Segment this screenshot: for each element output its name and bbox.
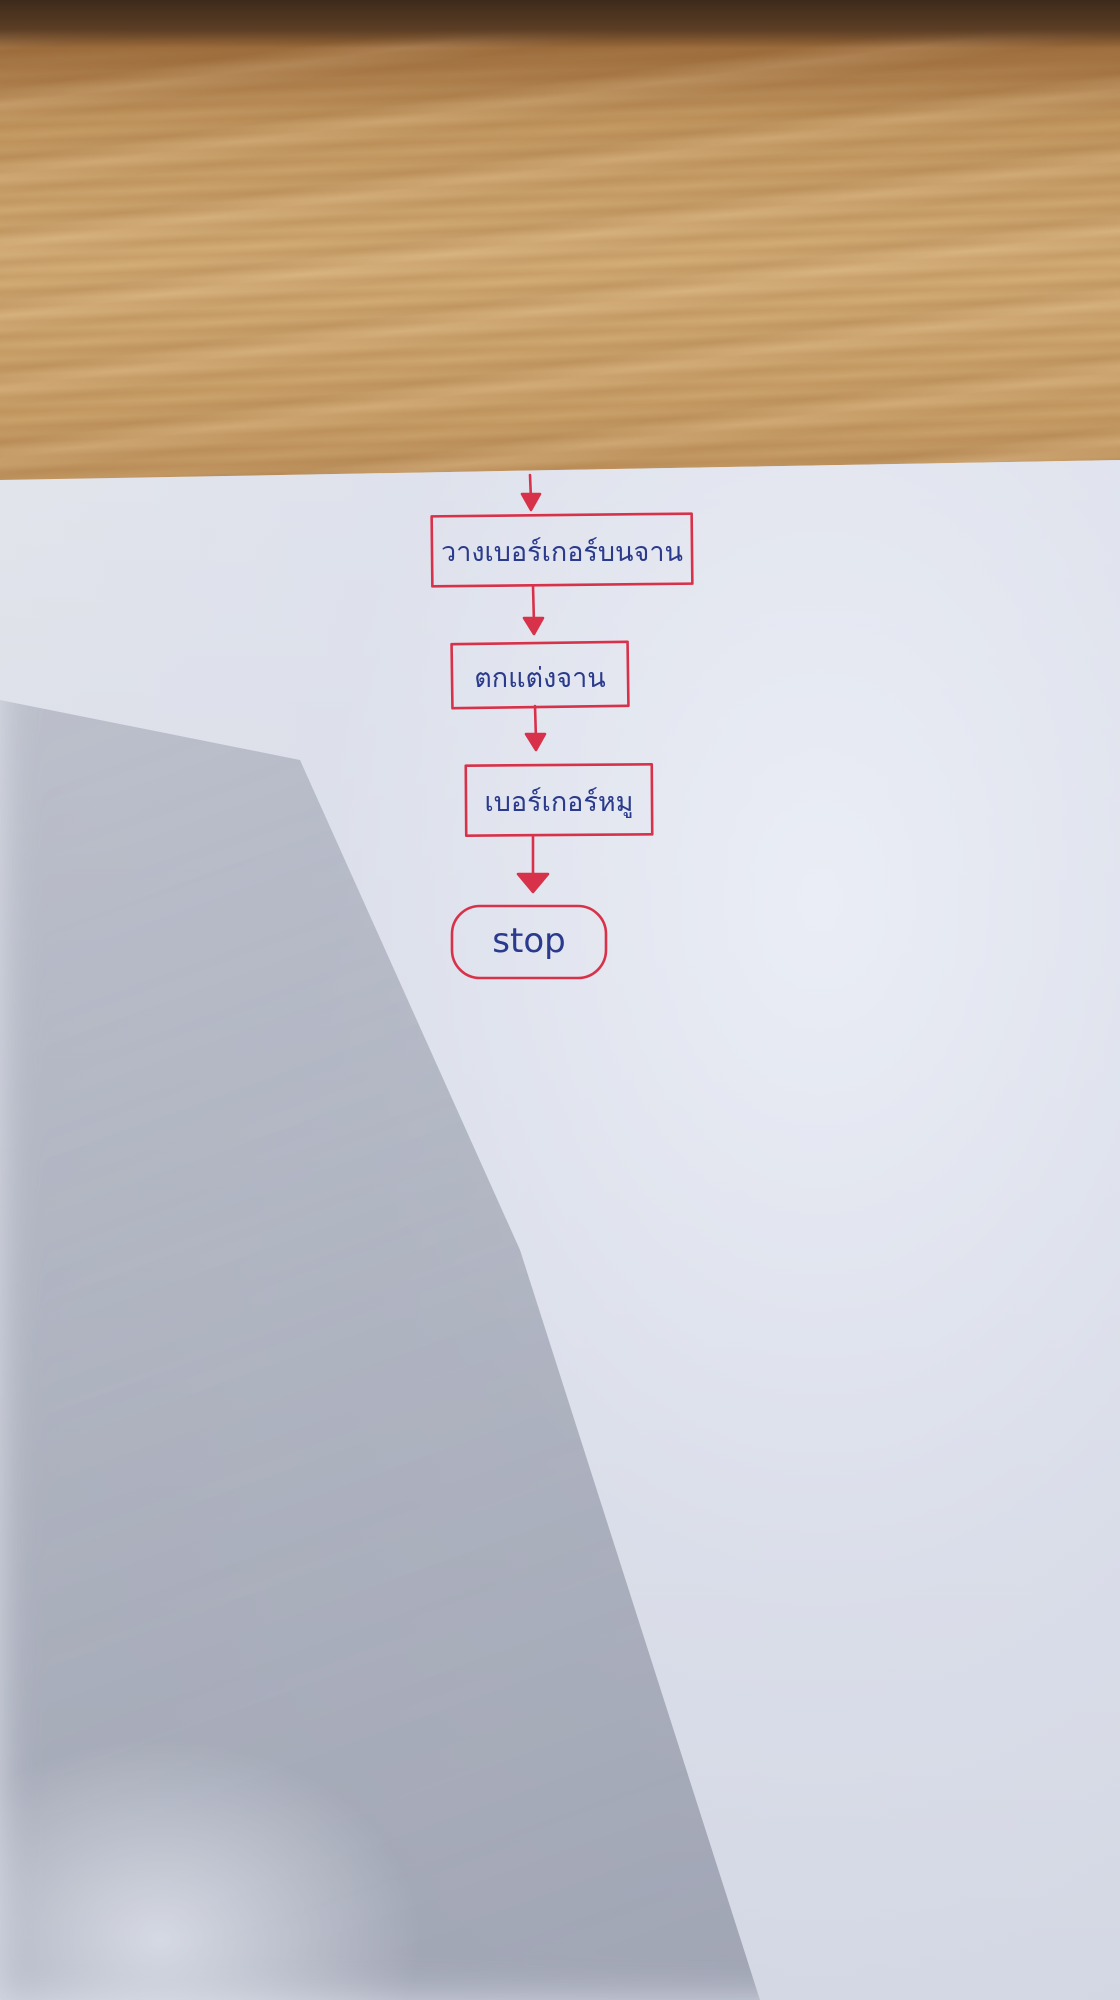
flowchart-box-1: [430, 512, 694, 588]
table-edge: [0, 0, 1120, 48]
flowchart-step-3-label: เบอร์เกอร์หมู: [485, 786, 634, 818]
flow-arrowhead-3: [516, 872, 550, 894]
flowchart-terminal-label: stop: [492, 921, 565, 961]
flow-arrowhead-in: [520, 492, 542, 512]
flowchart-step-1-label: วางเบอร์เกอร์บนจาน: [441, 536, 683, 568]
paper-highlight: [0, 1700, 520, 2000]
flowchart-box-3: [464, 763, 654, 837]
flow-arrowhead-2: [524, 732, 547, 752]
wooden-table: [0, 0, 1120, 500]
flow-arrowhead-1: [522, 616, 545, 636]
flowchart-step-2-label: ตกแต่งจาน: [474, 663, 605, 694]
flowchart-box-2: [450, 640, 630, 710]
flowchart-terminal: [450, 904, 608, 980]
